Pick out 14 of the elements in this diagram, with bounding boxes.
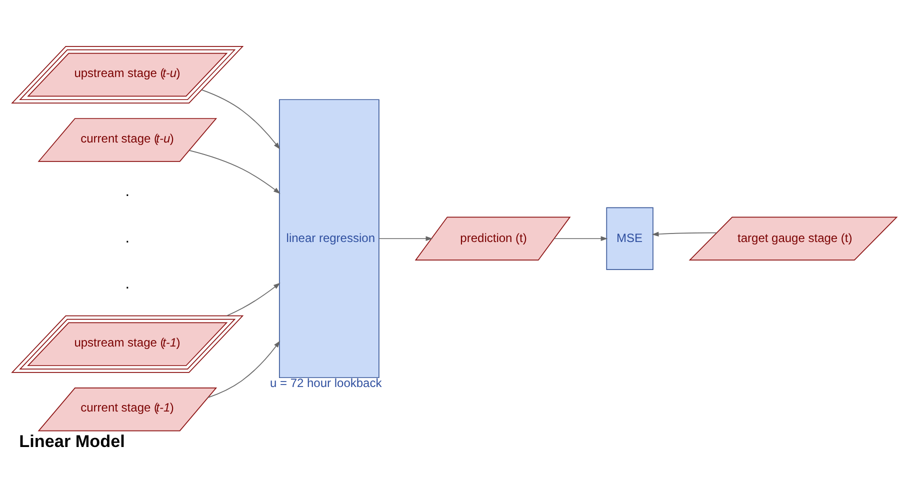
diagram-title: Linear Model xyxy=(19,430,125,451)
arrow xyxy=(652,231,717,236)
node-box: MSE xyxy=(606,206,654,270)
arrow xyxy=(208,340,280,398)
arrow xyxy=(226,282,280,316)
label: . xyxy=(125,182,130,200)
arrow xyxy=(378,236,433,241)
node-label: u = 72 hour lookback xyxy=(270,376,382,390)
arrow xyxy=(554,236,608,241)
arrow xyxy=(201,88,280,149)
label: . xyxy=(125,275,130,292)
label: . xyxy=(125,228,130,246)
node-box: linear regression xyxy=(279,98,380,378)
arrow xyxy=(188,149,280,194)
